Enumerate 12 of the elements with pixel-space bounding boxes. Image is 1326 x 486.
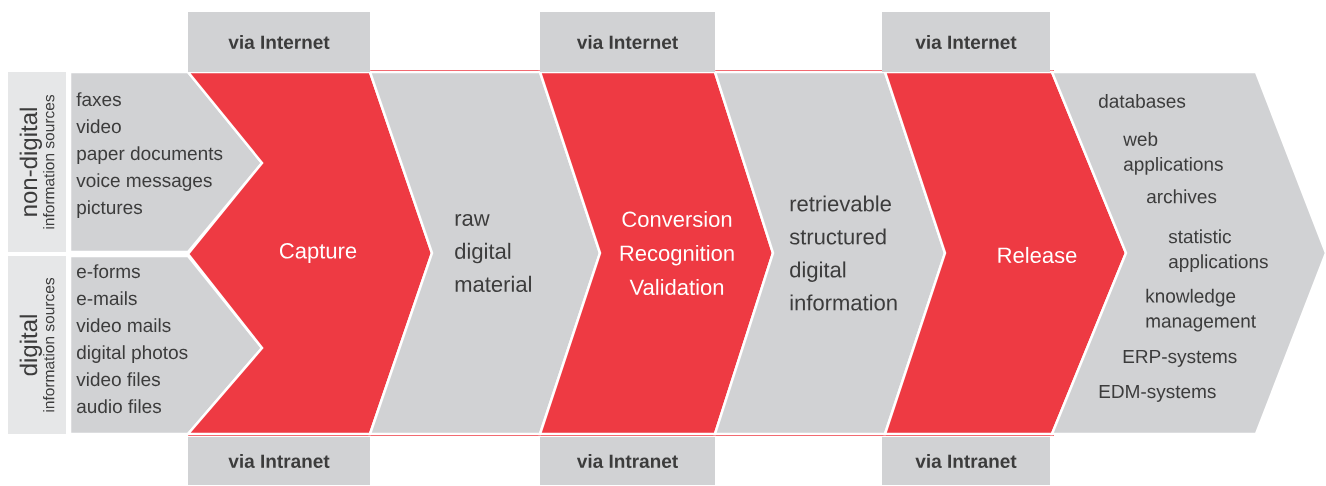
channel-tab: via Intranet [188, 437, 370, 485]
channel-tab: via Intranet [540, 437, 715, 485]
channel-tab: via Intranet [882, 437, 1050, 485]
stage-panel: raw digital material [368, 70, 602, 436]
channel-tab: via Internet [882, 12, 1050, 72]
channel-tab: via Internet [540, 12, 715, 72]
channel-tab: via Internet [188, 12, 370, 72]
stage-panel: Conversion Recognition Validation [538, 70, 775, 436]
category-label-box: non-digital information sources [8, 72, 66, 252]
source-list-panel: faxes video paper documents voice messages pictures [68, 70, 264, 254]
source-list-panel: e-forms e-mails video mails digital photos video files audio files [68, 254, 264, 436]
category-label-box: digital information sources [8, 256, 66, 434]
